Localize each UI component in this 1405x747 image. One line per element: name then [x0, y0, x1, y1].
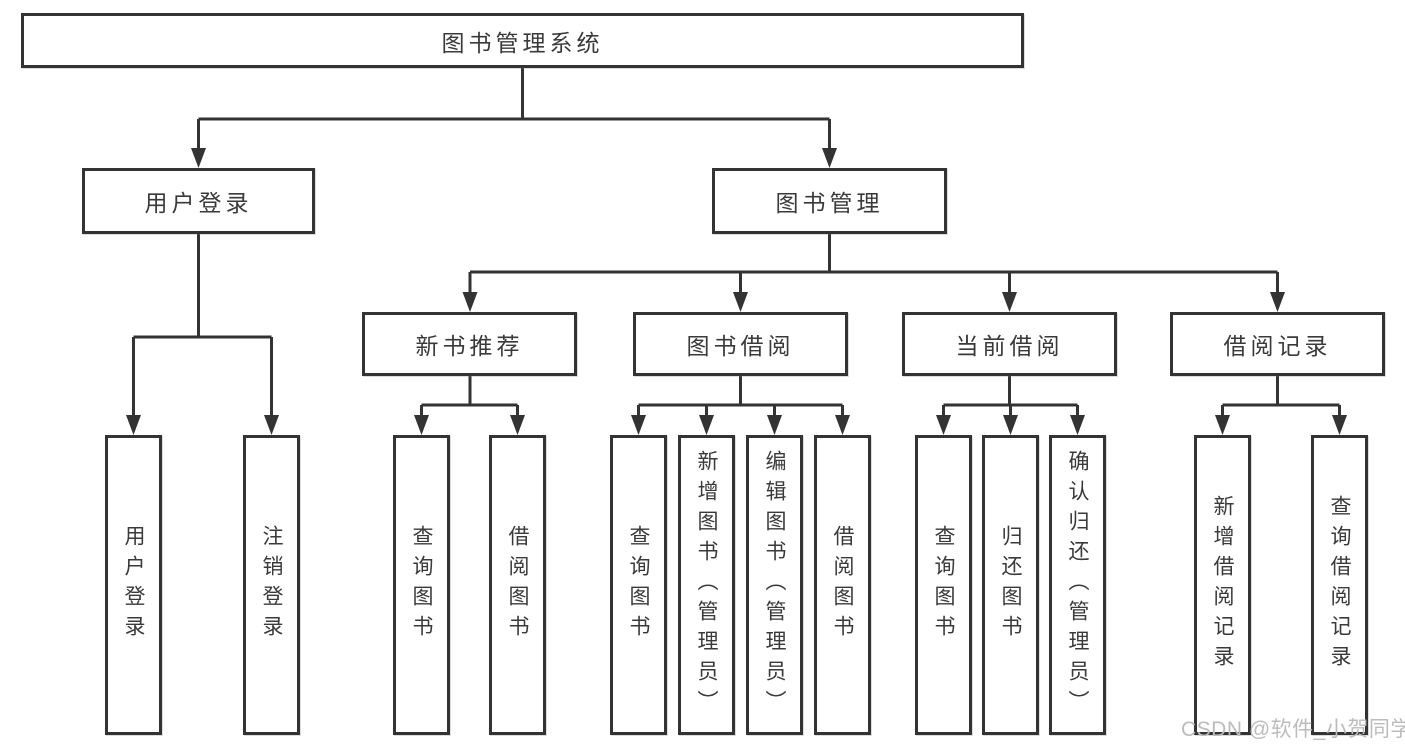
node-label: 查询图书: [932, 525, 955, 645]
node-book-borrowing: 图书借阅: [633, 312, 848, 376]
node-label: 归还图书: [999, 525, 1022, 645]
node-current-borrowing: 当前借阅: [902, 312, 1117, 376]
node-new-book-recommend: 新书推荐: [362, 312, 577, 376]
connector-book-borrowing-to-leaves: [631, 376, 850, 435]
node-book-management: 图书管理: [712, 168, 947, 234]
node-label: 注销登录: [260, 525, 283, 645]
node-leaf-borrow-books: 借阅图书: [814, 435, 871, 735]
node-label: 图书借阅: [686, 333, 795, 359]
node-label: 借阅记录: [1223, 333, 1332, 359]
node-leaf-user-login: 用户登录: [105, 435, 162, 735]
node-label: 新增借阅记录: [1211, 495, 1234, 675]
node-leaf-logout: 注销登录: [243, 435, 300, 735]
node-label: 用户登录: [144, 190, 253, 216]
connector-new-book-recommend-to-leaves: [414, 376, 525, 435]
node-label: 确认归还（管理员）: [1066, 450, 1089, 720]
node-label: 新书推荐: [415, 333, 524, 359]
node-leaf-query-books-borrowing: 查询图书: [610, 435, 667, 735]
node-user-login: 用户登录: [82, 168, 315, 234]
connector-root-to-level2: [191, 66, 837, 168]
connector-book-management-to-level3: [462, 232, 1285, 312]
node-label: 编辑图书（管理员）: [763, 450, 786, 720]
node-leaf-edit-books-admin: 编辑图书（管理员）: [746, 435, 803, 735]
node-root-library-system: 图书管理系统: [21, 13, 1024, 68]
node-label: 当前借阅: [955, 333, 1064, 359]
node-label: 查询借阅记录: [1328, 495, 1351, 675]
node-label: 新增图书（管理员）: [695, 450, 718, 720]
node-label: 图书管理系统: [441, 29, 604, 56]
node-borrowing-records: 借阅记录: [1170, 312, 1385, 376]
node-leaf-add-books-admin: 新增图书（管理员）: [678, 435, 735, 735]
node-label: 借阅图书: [831, 525, 854, 645]
connector-current-borrowing-to-leaves: [936, 376, 1085, 435]
node-label: 借阅图书: [506, 525, 529, 645]
node-leaf-confirm-return-admin: 确认归还（管理员）: [1049, 435, 1106, 735]
node-leaf-query-borrow-record: 查询借阅记录: [1311, 435, 1368, 735]
node-label: 用户登录: [122, 525, 145, 645]
node-leaf-query-books-current: 查询图书: [915, 435, 972, 735]
node-leaf-add-borrow-record: 新增借阅记录: [1194, 435, 1251, 735]
connector-borrowing-records-to-leaves: [1215, 376, 1347, 435]
node-leaf-query-books-recommend: 查询图书: [393, 435, 450, 735]
node-label: 查询图书: [410, 525, 433, 645]
node-leaf-return-books: 归还图书: [982, 435, 1039, 735]
node-leaf-borrow-books-recommend: 借阅图书: [489, 435, 546, 735]
connector-user-login-to-leaves: [126, 232, 279, 435]
node-label: 查询图书: [627, 525, 650, 645]
node-label: 图书管理: [775, 190, 884, 216]
csdn-watermark: CSDN @软件_小贺同学: [1181, 718, 1405, 741]
